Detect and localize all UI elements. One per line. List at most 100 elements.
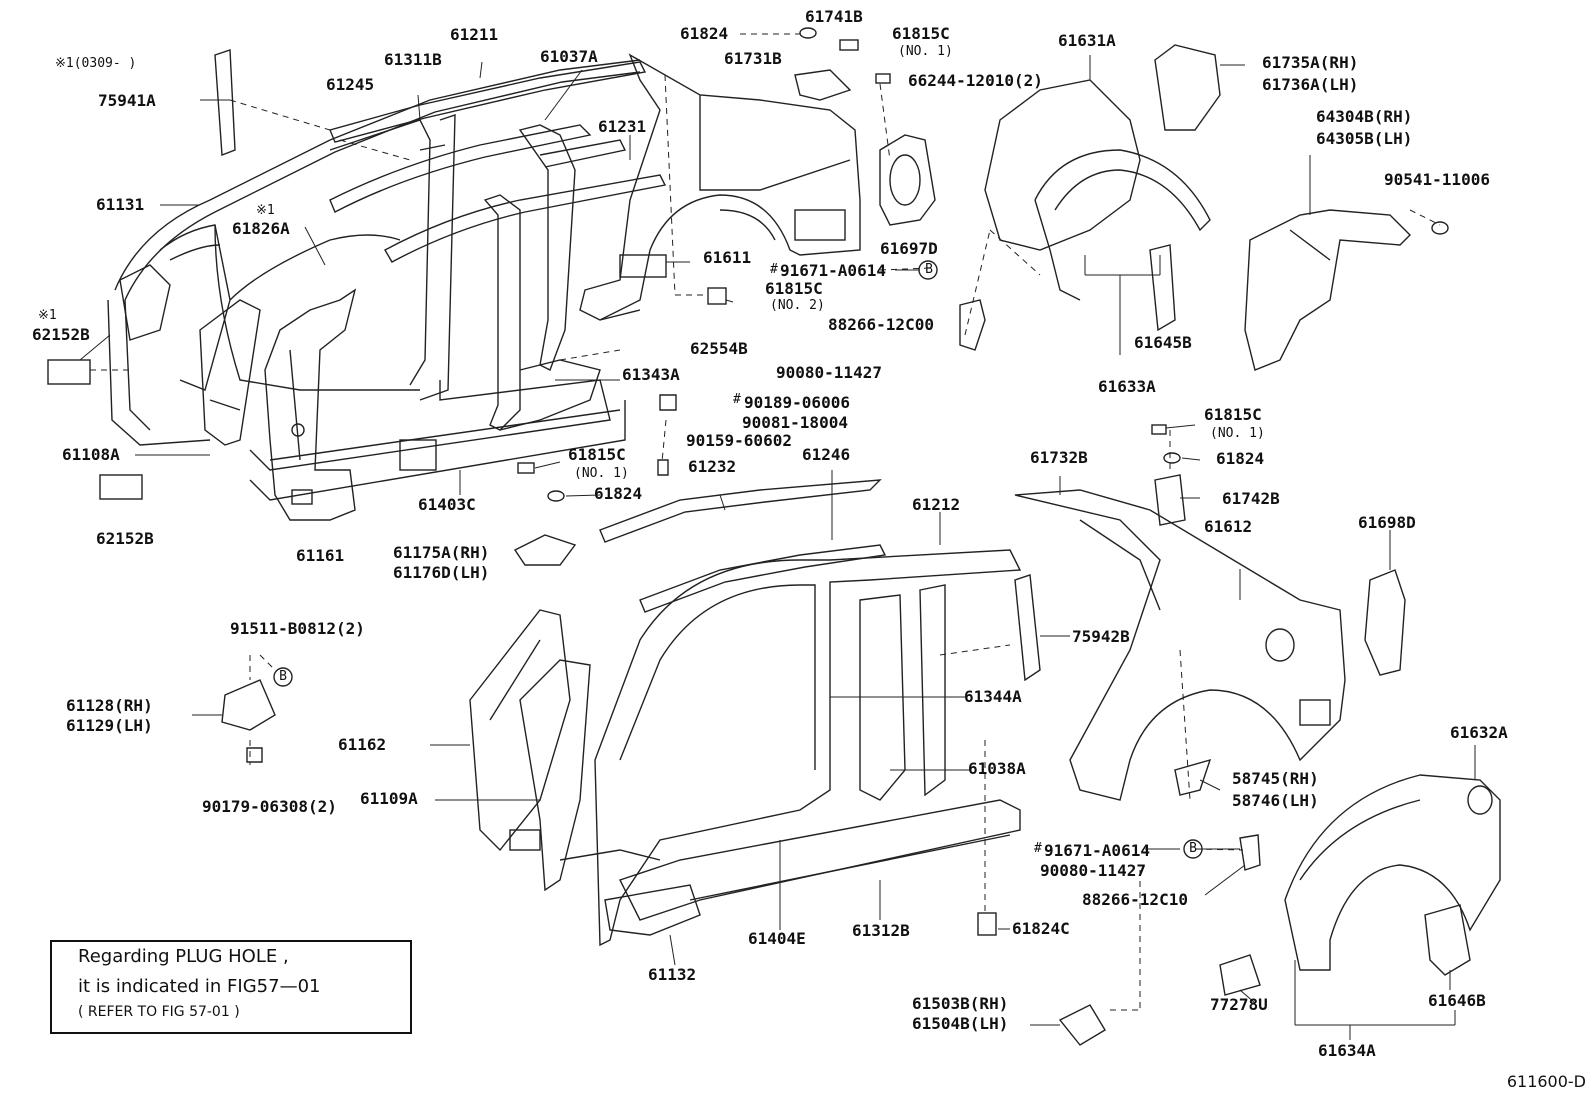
circle-markers — [273, 260, 1203, 859]
note-hash-a: # — [770, 262, 778, 277]
label-61109A: 61109A — [360, 789, 418, 808]
label-61312B: 61312B — [852, 921, 910, 940]
label-61612: 61612 — [1204, 517, 1253, 536]
rear-brackets-drawing — [1151, 424, 1406, 676]
label-61824C: 61824C — [1012, 919, 1070, 938]
label-62152B-upper: 62152B — [32, 325, 90, 344]
label-61632A: 61632A — [1450, 723, 1508, 742]
label-61645B: 61645B — [1134, 333, 1192, 352]
label-61132: 61132 — [648, 965, 697, 984]
label-61128: 61128(RH) — [66, 696, 153, 715]
label-90080-11427-upper: 90080-11427 — [776, 363, 882, 382]
label-61404E: 61404E — [748, 929, 806, 948]
label-61211: 61211 — [450, 25, 499, 44]
label-61343A: 61343A — [622, 365, 680, 384]
label-61176D: 61176D(LH) — [393, 563, 490, 582]
label-61824-mid: 61824 — [594, 484, 643, 503]
label-58745: 58745(RH) — [1232, 769, 1319, 788]
label-61246: 61246 — [802, 445, 851, 464]
label-61245: 61245 — [326, 75, 375, 94]
label-61131: 61131 — [96, 195, 145, 214]
note-star1-a: ※1 — [38, 308, 57, 323]
quarter-panel-lower-drawing — [1014, 489, 1346, 801]
label-61815C-b: 61815C — [765, 279, 823, 298]
label-61741B: 61741B — [805, 7, 863, 26]
label-90159-60602: 90159-60602 — [686, 431, 792, 450]
front-pillar-drawing — [199, 288, 357, 521]
figure-reference: 611600-D — [1506, 1072, 1586, 1091]
label-90541-11006: 90541-11006 — [1384, 170, 1490, 189]
note-no2: (NO. 2) — [770, 298, 825, 313]
label-61697D: 61697D — [880, 239, 938, 258]
note-hash-b: # — [733, 392, 741, 407]
label-61732B: 61732B — [1030, 448, 1088, 467]
note-star1-b: ※1 — [256, 203, 275, 218]
quarter-panel-upper-drawing — [579, 53, 861, 321]
label-91671-A0614-lower: 91671-A0614 — [1044, 841, 1150, 860]
marker-b-lower: B — [1189, 841, 1197, 856]
label-75941A: 75941A — [98, 91, 156, 110]
label-61611: 61611 — [703, 248, 752, 267]
label-61038A: 61038A — [968, 759, 1026, 778]
label-61742B: 61742B — [1222, 489, 1280, 508]
note-star1-date: ※1(0309- ) — [55, 56, 137, 71]
label-61633A: 61633A — [1098, 377, 1156, 396]
label-61824-top: 61824 — [680, 24, 729, 43]
label-64305B: 64305B(LH) — [1316, 129, 1413, 148]
label-61698D: 61698D — [1358, 513, 1416, 532]
label-61736A: 61736A(LH) — [1262, 75, 1359, 94]
note-line-1: Regarding PLUG HOLE , — [78, 946, 289, 967]
label-90179-06308: 90179-06308(2) — [202, 797, 337, 816]
inner-wheelhouse-upper-drawing — [984, 44, 1221, 332]
label-90081-18004: 90081-18004 — [742, 413, 848, 432]
label-61037A: 61037A — [540, 47, 598, 66]
label-61175A: 61175A(RH) — [393, 543, 490, 562]
label-61403C: 61403C — [418, 495, 476, 514]
leader-lines — [79, 55, 1476, 1040]
note-line-3: ( REFER TO FIG 57-01 ) — [78, 1004, 240, 1020]
outer-side-panel-drawing — [559, 479, 1041, 947]
marker-b-upper: B — [925, 262, 933, 277]
note-no1-c: (NO. 1) — [1210, 426, 1265, 441]
label-66244-12010: 66244-12010(2) — [908, 71, 1043, 90]
label-88266-12C10: 88266-12C10 — [1082, 890, 1188, 909]
roof-rail-drawing — [329, 61, 667, 431]
label-61815C-a: 61815C — [892, 24, 950, 43]
label-62152B-lower: 62152B — [96, 529, 154, 548]
label-61826A: 61826A — [232, 219, 290, 238]
inner-side-frame-drawing — [107, 59, 641, 501]
label-88266-12C00: 88266-12C00 — [828, 315, 934, 334]
label-61108A: 61108A — [62, 445, 120, 464]
note-no1-b: (NO. 1) — [574, 466, 629, 481]
label-61232: 61232 — [688, 457, 737, 476]
note-line-2: it is indicated in FIG57—01 — [78, 976, 321, 997]
label-61212: 61212 — [912, 495, 961, 514]
label-61231: 61231 — [598, 117, 647, 136]
part-64304B-drawing — [1244, 209, 1449, 371]
label-61815C-d: 61815C — [1204, 405, 1262, 424]
marker-b-left: B — [279, 669, 287, 684]
dashed-leaders — [90, 33, 1441, 1011]
inner-wheelhouse-lower-drawing — [221, 679, 1501, 1046]
label-61631A: 61631A — [1058, 31, 1116, 50]
label-61735A: 61735A(RH) — [1262, 53, 1359, 72]
label-61824-right: 61824 — [1216, 449, 1265, 468]
label-61503B: 61503B(RH) — [912, 994, 1009, 1013]
label-61344A: 61344A — [964, 687, 1022, 706]
label-61634A: 61634A — [1318, 1041, 1376, 1060]
label-64304B: 64304B(RH) — [1316, 107, 1413, 126]
label-61504B: 61504B(LH) — [912, 1014, 1009, 1033]
label-61162: 61162 — [338, 735, 387, 754]
label-58746: 58746(LH) — [1232, 791, 1319, 810]
label-77278U: 77278U — [1210, 995, 1268, 1014]
label-75942B: 75942B — [1072, 627, 1130, 646]
note-no1-a: (NO. 1) — [898, 44, 953, 59]
label-61731B: 61731B — [724, 49, 782, 68]
label-61311B: 61311B — [384, 50, 442, 69]
label-61815C-c: 61815C — [568, 445, 626, 464]
label-61129: 61129(LH) — [66, 716, 153, 735]
label-91511-B0812: 91511-B0812(2) — [230, 619, 365, 638]
label-90189-06006: 90189-06006 — [744, 393, 850, 412]
